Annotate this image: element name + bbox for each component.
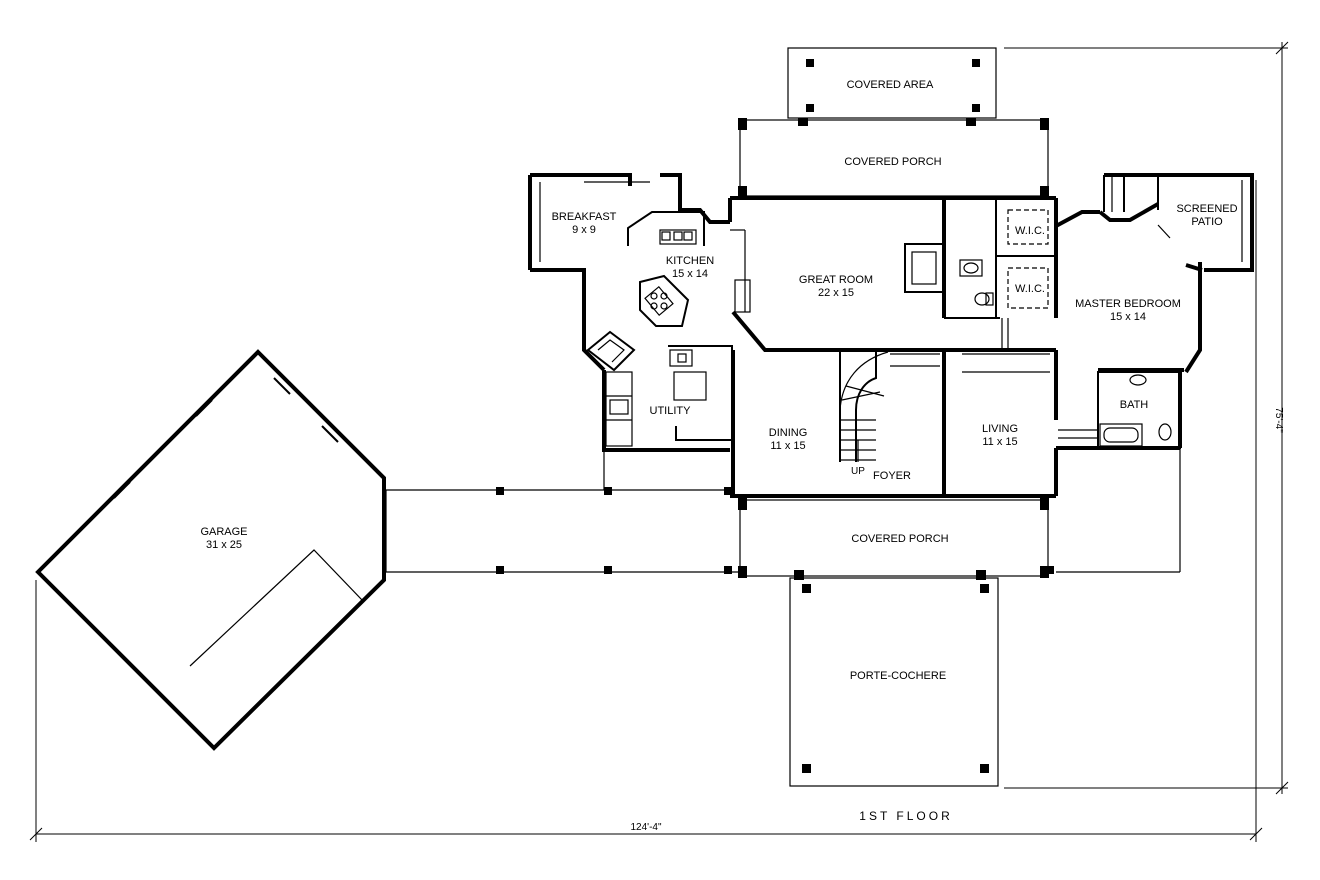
covered-area-label: COVERED AREA — [847, 79, 934, 91]
great-room-size: 22 x 15 — [818, 287, 854, 299]
wic-2-label: W.I.C. — [1015, 283, 1045, 295]
screened-patio-label: SCREENED — [1176, 203, 1237, 215]
covered-porch-front: COVERED PORCH — [738, 498, 1049, 580]
covered-porch-rear-label: COVERED PORCH — [844, 156, 941, 168]
porte-cochere: PORTE-COCHERE — [789, 577, 999, 787]
dimension-lines: 124'-4" 75'-4" 1ST FLOOR — [29, 41, 1289, 842]
dining-size: 11 x 15 — [770, 440, 805, 452]
screened-patio-label-line2: PATIO — [1191, 216, 1223, 228]
garage-size: 31 x 25 — [206, 539, 242, 551]
covered-porch-rear: COVERED PORCH — [738, 118, 1049, 198]
depth-dimension: 75'-4" — [1273, 407, 1284, 433]
porte-cochere-label: PORTE-COCHERE — [850, 670, 946, 682]
garage-label: GARAGE — [200, 526, 247, 538]
living-label: LIVING — [982, 423, 1018, 435]
foyer-label: FOYER — [873, 470, 911, 482]
breakfast-size: 9 x 9 — [572, 224, 596, 236]
master-bedroom-label: MASTER BEDROOM — [1075, 298, 1181, 310]
stair-up-label: UP — [851, 466, 865, 477]
bath-label: BATH — [1120, 399, 1149, 411]
width-dimension: 124'-4" — [630, 822, 661, 833]
main-house-walls: UP — [386, 173, 1254, 574]
dining-label: DINING — [769, 427, 808, 439]
living-size: 11 x 15 — [982, 436, 1017, 448]
utility-label: UTILITY — [650, 405, 692, 417]
floor-title: 1ST FLOOR — [859, 809, 952, 823]
covered-porch-front-label: COVERED PORCH — [851, 533, 948, 545]
master-bedroom-size: 15 x 14 — [1110, 311, 1146, 323]
room-labels: BREAKFAST 9 x 9 KITCHEN 15 x 14 GREAT RO… — [552, 203, 1238, 482]
breakfast-label: BREAKFAST — [552, 211, 617, 223]
covered-area: COVERED AREA — [787, 47, 997, 119]
kitchen-label: KITCHEN — [666, 255, 714, 267]
wic-1-label: W.I.C. — [1015, 225, 1045, 237]
great-room-label: GREAT ROOM — [799, 274, 873, 286]
garage: GARAGE 31 x 25 — [35, 349, 387, 751]
kitchen-size: 15 x 14 — [672, 268, 708, 280]
